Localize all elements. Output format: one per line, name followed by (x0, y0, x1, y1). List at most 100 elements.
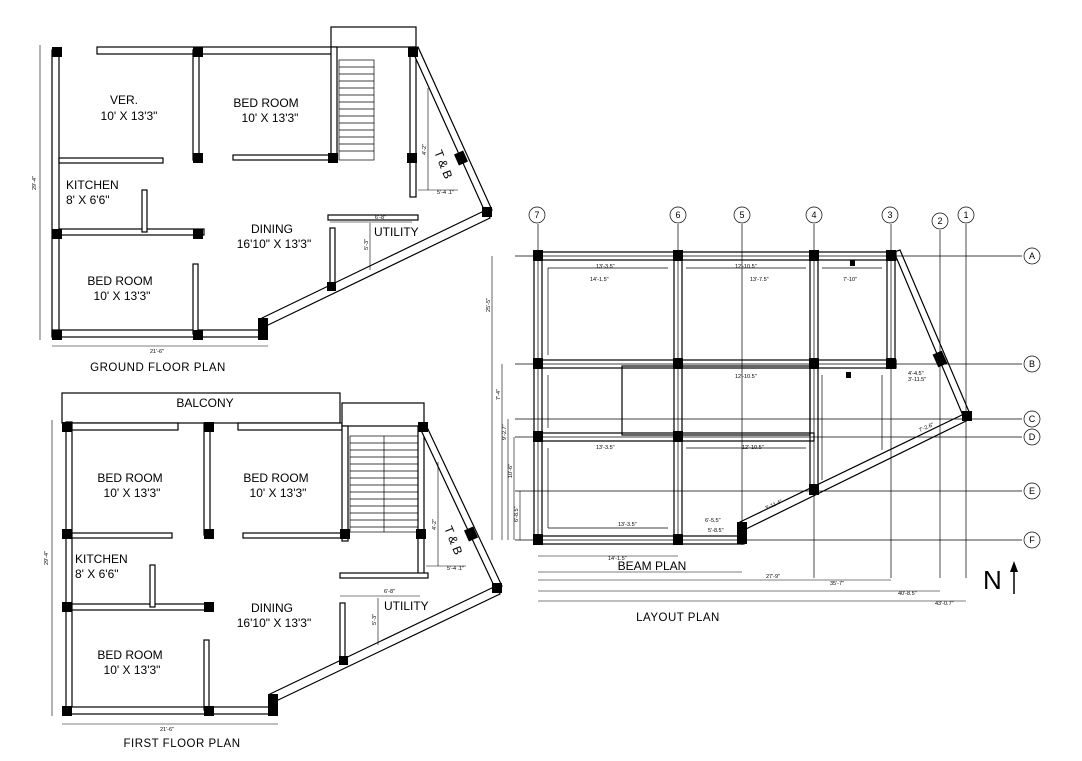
ff-room-4-size: 16'10" X 13'3" (237, 616, 312, 630)
ff-util-height-dim: 5'-3" (372, 614, 378, 625)
gf-columns (52, 47, 492, 340)
grid-col-6: 6 (675, 210, 680, 220)
grid-col-5: 5 (739, 210, 744, 220)
gf-room-4-name: DINING (251, 222, 293, 236)
dim-diag1: 7'-2.6" (918, 422, 935, 434)
gf-bed-bottom-wall (232, 154, 334, 161)
dim-f2: 5'-8.5" (708, 528, 724, 534)
ff-tb-width-dim: 5'-4 .1" (447, 566, 464, 572)
north-arrow-icon (1010, 561, 1018, 594)
grid-row-bubbles (1023, 247, 1041, 549)
ff-room-5-name: BED ROOM (97, 648, 162, 662)
ff-room-1-name: BED ROOM (97, 471, 162, 485)
gf-stair-treads (338, 59, 375, 161)
gf-tb-height-dim: 4'-2" (422, 144, 428, 155)
dim-d2: 12'-10.5" (742, 445, 764, 451)
ff-bed-east-wall (203, 639, 210, 711)
dim-bot1: 14'-1.5" (608, 556, 627, 562)
grid-col-3: 3 (887, 210, 892, 220)
gf-room-5-name: BED ROOM (87, 274, 152, 288)
dim-bot5: 43'-0.7" (935, 601, 954, 607)
dim-bot2: 27'-9" (766, 574, 780, 580)
grid-row-e: E (1029, 486, 1035, 496)
gf-util-height-dim: 5'-3" (364, 239, 370, 250)
ff-stair-west (341, 425, 349, 542)
ff-stair-east (417, 425, 425, 577)
grid-column-bubbles (528, 206, 975, 230)
ff-north-wall-1 (71, 422, 179, 431)
ff-room-2-name: BED ROOM (243, 471, 308, 485)
ff-south-wall (65, 706, 272, 715)
ff-room-3-name: KITCHEN (75, 552, 128, 566)
grid-col-4: 4 (811, 210, 816, 220)
gf-utility-west-wall (329, 227, 336, 289)
ff-stair-treads (349, 435, 419, 533)
ff-tb-height-dim: 4'-2" (432, 519, 438, 530)
gf-utility-top-wall (327, 214, 419, 221)
dim-b2: 3'-11.5" (908, 377, 926, 383)
ff-stair-top (341, 402, 425, 427)
ff-partition (203, 422, 211, 536)
grid-col-1: 1 (963, 210, 968, 220)
ff-room-3-size: 8' X 6'6" (75, 567, 119, 581)
ff-kitchen-stub (149, 564, 156, 608)
ff-utility-top-wall (339, 572, 429, 579)
grid-row-a: A (1029, 251, 1035, 261)
gf-west-wall (51, 49, 60, 338)
ff-width-dim: 21'-6" (160, 727, 174, 733)
ff-west-wall (65, 421, 73, 713)
grid-lines (515, 224, 1022, 578)
dim-left2: 7'-4" (496, 389, 502, 400)
dim-left1: 25'-5" (486, 298, 492, 312)
ff-room-5-size: 10' X 13'3" (104, 663, 161, 677)
dim-a3: 14'-1.5" (590, 277, 609, 283)
ff-util-width-dim: 6'-8" (384, 589, 395, 595)
north-label: N (983, 565, 1002, 595)
grid-row-c: C (1029, 414, 1036, 424)
dim-a2: 12'-10.5" (735, 264, 757, 270)
gf-room-5-size: 10' X 13'3" (94, 289, 151, 303)
gf-stair-east (409, 46, 417, 198)
gf-width-dim: 21'-6" (150, 349, 164, 355)
gf-room-2-size: 10' X 13'3" (242, 111, 299, 125)
dim-left4: 10'-6" (508, 464, 514, 478)
gf-stair-top (330, 26, 417, 48)
ff-kitchen-top-wall (71, 532, 173, 539)
gf-room-1-size: 10' X 13'3" (101, 109, 158, 123)
gf-room-4-size: 16'10" X 13'3" (237, 237, 312, 251)
ground-floor-plan: 29'-4" 21'-6" 4'-2" 5'-4 .1" 6'-8" 5'-3"… (32, 26, 493, 374)
beam-columns (533, 250, 972, 545)
grid-col-7: 7 (534, 210, 539, 220)
gf-title: GROUND FLOOR PLAN (90, 362, 226, 374)
dim-left5: 6'-8.5" (514, 506, 520, 522)
gf-stair-west (330, 46, 338, 163)
ff-bed-bottom-wall (242, 532, 344, 539)
dim-f1: 13'-3.5" (618, 522, 637, 528)
grid-row-d: D (1029, 432, 1036, 442)
grid-row-f: F (1029, 535, 1035, 545)
ff-room-4-name: DINING (251, 601, 293, 615)
layout-dim-lines (491, 256, 966, 602)
gf-bed-east-wall (192, 263, 199, 335)
gf-tb-width-dim: 5'-4 .1" (437, 190, 454, 196)
dim-f3: 6'-5.5" (705, 518, 721, 524)
ff-balcony-label: BALCONY (176, 396, 233, 410)
dim-a4: 13'-7.5" (750, 277, 769, 283)
ff-title: FIRST FLOOR PLAN (123, 738, 240, 750)
gf-room-1-name: VER. (110, 93, 138, 107)
gf-kitchen-stub (141, 189, 148, 233)
dim-a5: 7'-10" (843, 277, 857, 283)
gf-kitchen-top-wall (58, 157, 164, 164)
gf-dining-wall (58, 228, 205, 236)
first-floor-plan: 29'-4" 21'-6" 4'-2" 5'-4 .1" 6'-8" 5'-3"… (44, 392, 503, 750)
ff-room-2-size: 10' X 13'3" (250, 486, 307, 500)
ff-utility-west-wall (339, 602, 346, 662)
dim-b1: 12'-10.5" (735, 374, 757, 380)
ff-dining-wall (71, 603, 213, 611)
gf-partition-1 (192, 49, 200, 161)
dim-bot3: 35'-7" (830, 581, 844, 587)
ff-columns (62, 422, 502, 716)
ff-balcony (61, 392, 341, 424)
dim-a1: 13'-3.5" (596, 264, 615, 270)
gf-utility-label: UTILITY (374, 225, 419, 239)
